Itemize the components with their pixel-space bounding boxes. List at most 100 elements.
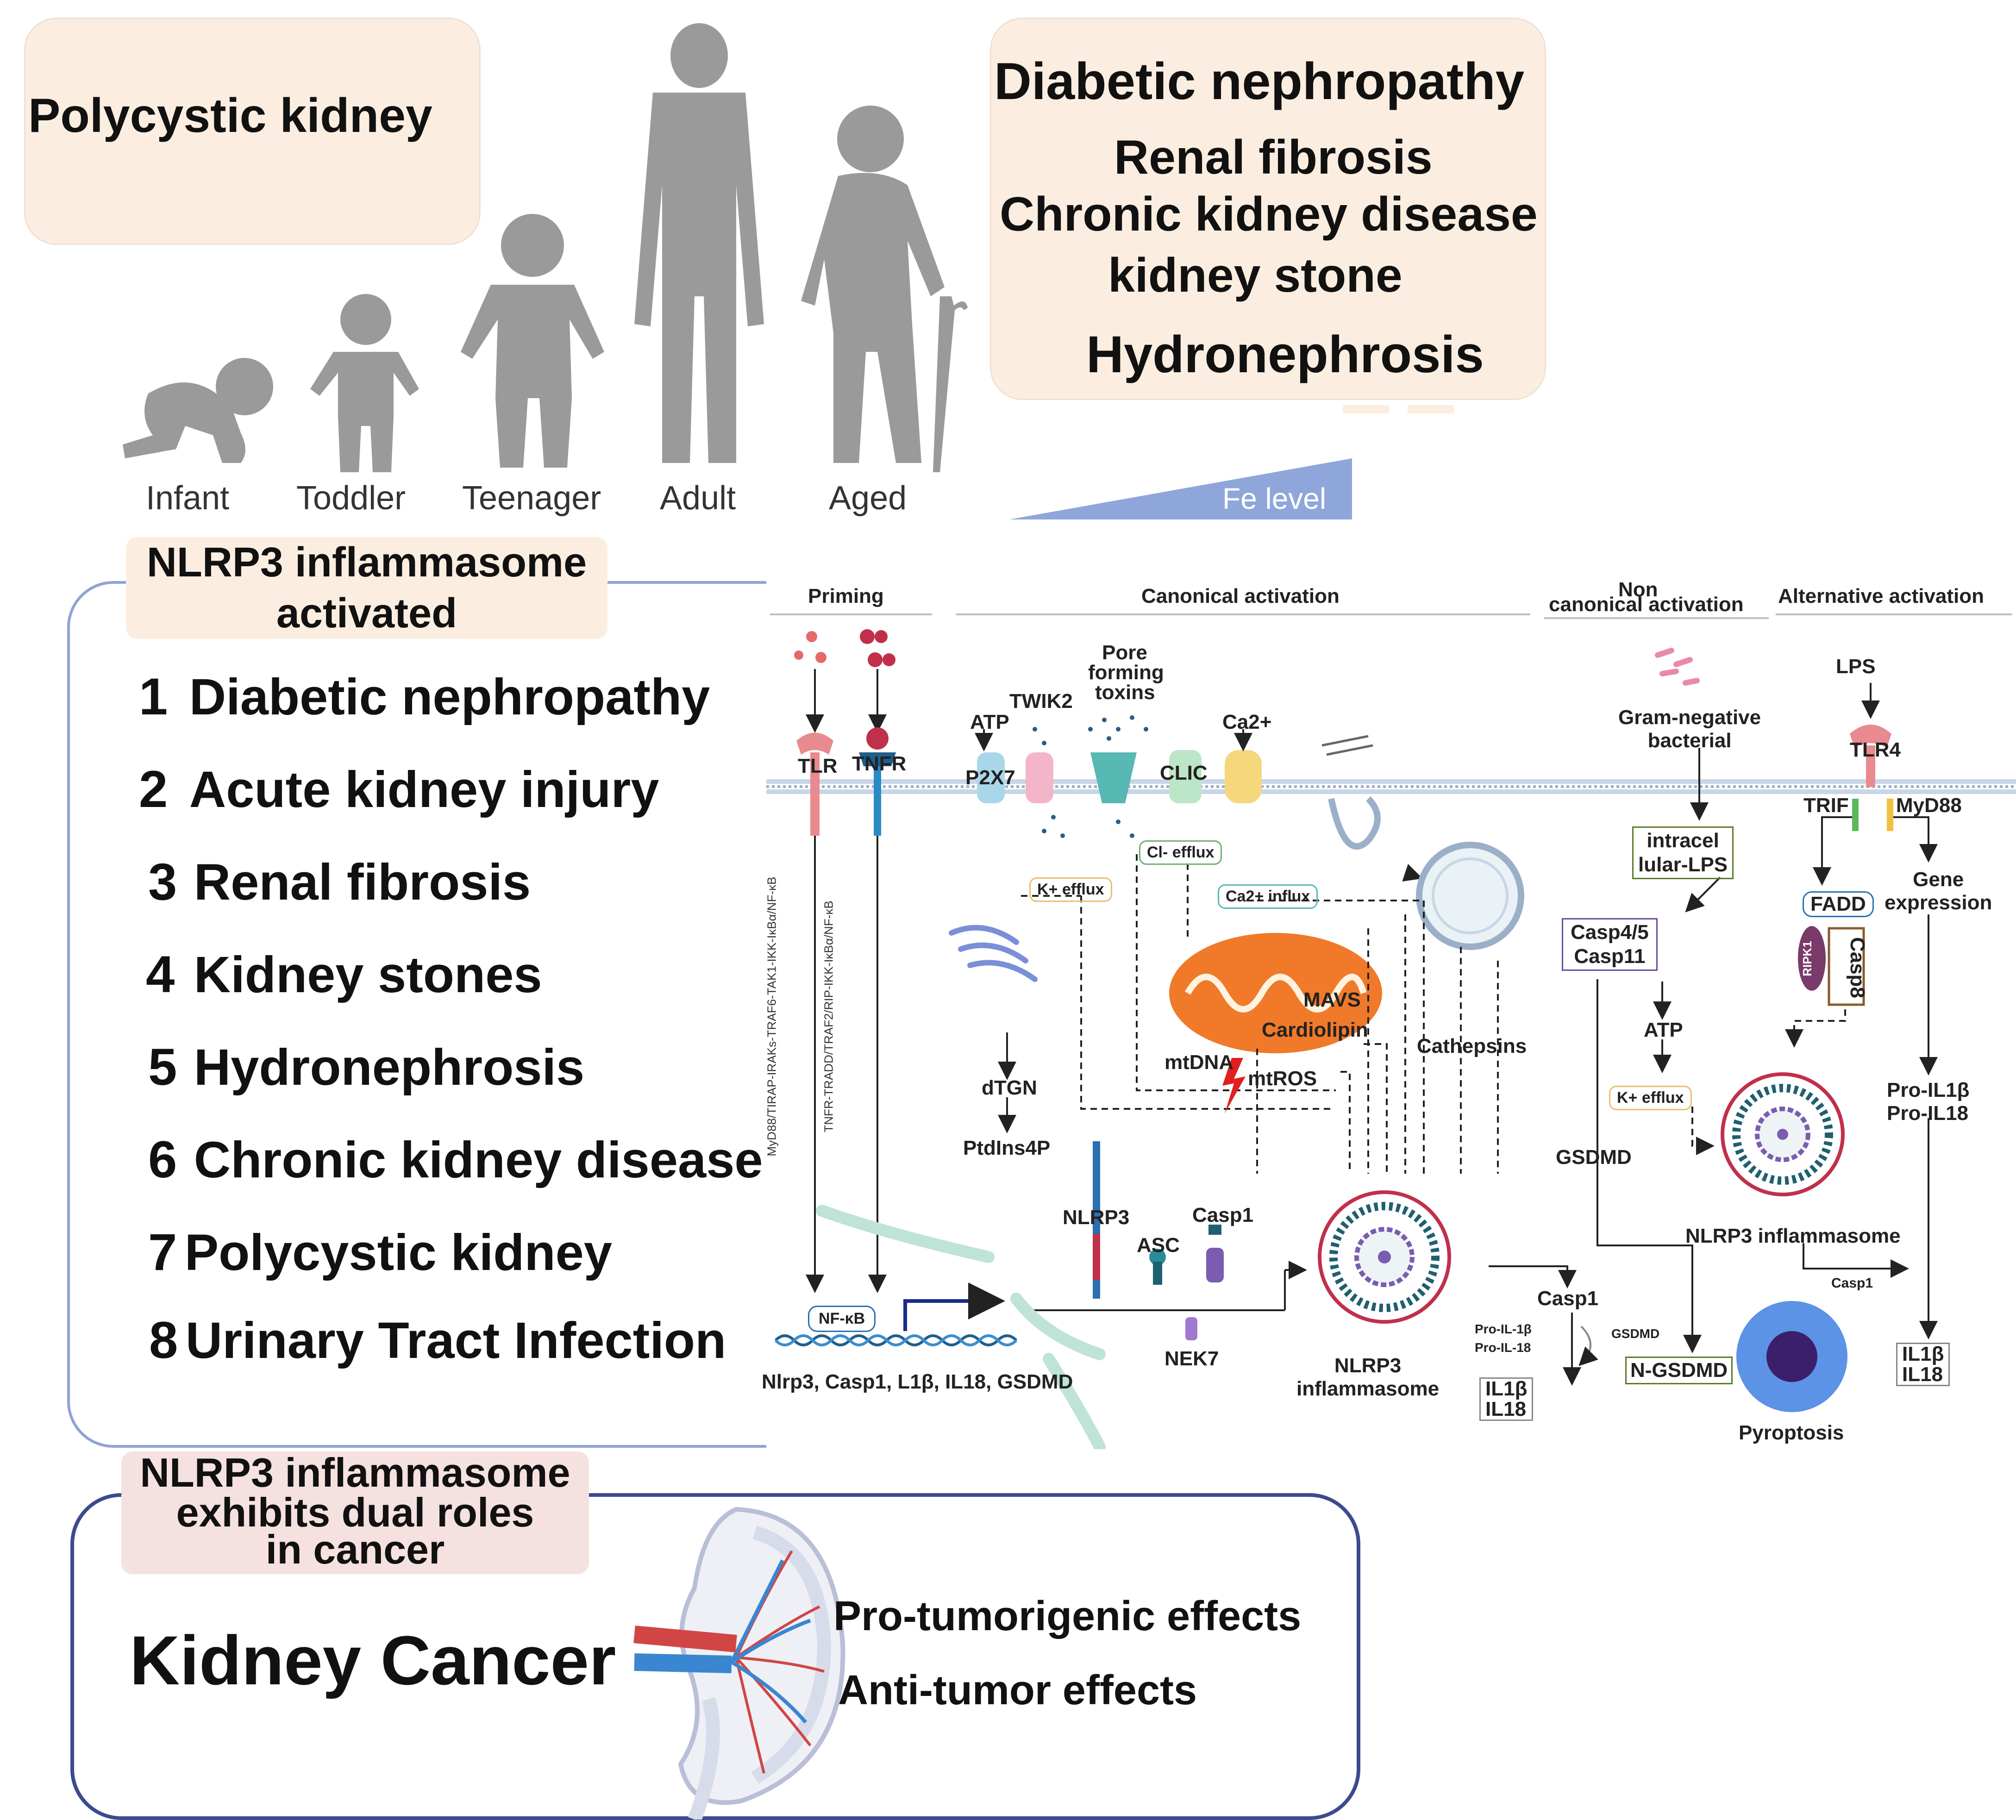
label-tnfr: TNFR	[852, 752, 907, 775]
label-ca-influx: Ca2+ influx	[1218, 884, 1318, 909]
label-k-efflux: K+ efflux	[1029, 877, 1112, 902]
label-pore-2: forming	[1088, 661, 1164, 684]
label-casp1-alt: Casp1	[1831, 1276, 1873, 1291]
label-ptdins: PtdIns4P	[963, 1137, 1051, 1159]
header-canonical: Canonical activation	[1141, 585, 1340, 607]
label-pro-il18-s: Pro-IL-18	[1475, 1340, 1531, 1355]
label-nlrp3: NLRP3	[1063, 1206, 1130, 1229]
label-tlr4: TLR4	[1850, 738, 1901, 761]
label-cardiolipin: Cardiolipin	[1262, 1019, 1368, 1041]
label-clic: CLIC	[1160, 762, 1208, 784]
toddler-figure	[310, 294, 419, 472]
list-item: 6 Chronic kidney disease	[148, 1131, 763, 1188]
cancer-title-line3: in cancer	[265, 1526, 445, 1572]
anti-tumor-label: Anti-tumor effects	[838, 1667, 1197, 1714]
kidney-illustration	[633, 1507, 845, 1820]
age-label-aged: Aged	[829, 480, 907, 517]
label-gram-negative: Gram-negative bacterial	[1618, 706, 1761, 752]
label-gene-expression: Gene expression	[1885, 868, 1992, 914]
list-item: 1 Diabetic nephropathy	[139, 668, 710, 725]
disease-item-2: Renal fibrosis	[1114, 131, 1433, 184]
aged-figure	[801, 106, 968, 472]
label-mtros: mtROS	[1248, 1067, 1317, 1090]
list-item: 4 Kidney stones	[146, 945, 542, 1003]
label-trif: TRIF	[1803, 794, 1849, 817]
label-fadd: FADD	[1803, 891, 1874, 917]
label-pore-3: toxins	[1095, 681, 1155, 704]
inflammasome-ring	[1318, 1190, 1451, 1324]
label-gsdmd-s: GSDMD	[1611, 1326, 1660, 1341]
list-item: 2 Acute kidney injury	[139, 760, 659, 818]
age-label-teenager: Teenager	[462, 480, 601, 517]
cancer-title-line2: exhibits dual roles	[176, 1489, 534, 1535]
list-item: 3 Renal fibrosis	[148, 853, 531, 911]
label-mtdna: mtDNA	[1165, 1051, 1234, 1074]
label-atp: ATP	[970, 711, 1009, 733]
label-k-efflux-nc: K+ efflux	[1609, 1086, 1692, 1110]
fe-level-wedge	[1009, 458, 1352, 519]
label-tnfr-path: TNFR-TRADD/TRAF2/RIP-IKK-IκBα/NF-κB	[821, 901, 836, 1132]
cancer-frame	[70, 1493, 1360, 1820]
label-intracellular-lps: intracel lular-LPS	[1632, 826, 1734, 879]
alt-inflammasome-ring	[1721, 1072, 1845, 1196]
disease-item-3: Chronic kidney disease	[1000, 188, 1538, 241]
header-alternative: Alternative activation	[1778, 585, 1985, 607]
polycystic-kidney-label: Polycystic kidney	[28, 89, 432, 143]
cancer-title-box: NLRP3 inflammasome exhibits dual roles i…	[121, 1451, 589, 1574]
disease-item-1: Diabetic nephropathy	[994, 52, 1525, 110]
fe-level-label: Fe level	[1222, 482, 1327, 515]
label-nek7: NEK7	[1165, 1347, 1219, 1370]
label-cathepsins: Cathepsins	[1417, 1035, 1527, 1057]
activated-title-line2: activated	[276, 590, 457, 637]
decor-strip	[1343, 405, 1389, 413]
pathway-panel: Priming Canonical activation Non canonic…	[762, 576, 2016, 1449]
pro-tumorigenic-label: Pro-tumorigenic effects	[833, 1593, 1302, 1639]
label-n-gsdmd: N-GSDMD	[1625, 1357, 1733, 1384]
kidney-cancer-label: Kidney Cancer	[130, 1621, 616, 1699]
pathway-diagram	[774, 629, 1938, 1449]
teenager-figure	[461, 214, 604, 468]
age-label-infant: Infant	[146, 480, 230, 517]
age-silhouettes	[123, 23, 968, 472]
label-asc: ASC	[1137, 1234, 1180, 1257]
label-pyroptosis: Pyroptosis	[1739, 1421, 1844, 1444]
list-item: 5 Hydronephrosis	[148, 1038, 585, 1096]
activated-title-line1: NLRP3 inflammasome	[146, 539, 587, 586]
header-noncanonical-1: Non	[1618, 578, 1658, 601]
decor-strip-2	[1408, 405, 1454, 413]
label-myd88: MyD88	[1896, 794, 1962, 817]
list-item: 7 Polycystic kidney	[148, 1223, 612, 1281]
label-inflammasome: NLRP3 inflammasome	[1296, 1354, 1440, 1400]
label-mavs: MAVS	[1303, 988, 1361, 1011]
label-casp45: Casp4/5 Casp11	[1562, 918, 1658, 971]
activated-title-box: NLRP3 inflammasome activated	[126, 537, 607, 639]
disease-item-5: Hydronephrosis	[1086, 325, 1484, 383]
label-tlr: TLR	[798, 755, 838, 777]
header-priming: Priming	[808, 585, 884, 607]
label-twik2: TWIK2	[1009, 690, 1073, 713]
label-il-box: IL1β IL18	[1479, 1377, 1534, 1421]
disease-item-4: kidney stone	[1108, 249, 1402, 302]
label-pore-1: Pore	[1102, 641, 1147, 664]
label-lps: LPS	[1836, 655, 1876, 678]
cell-membrane	[766, 779, 2016, 794]
label-dtgn: dTGN	[982, 1076, 1037, 1099]
polycystic-kidney-box: Polycystic kidney	[24, 18, 481, 245]
label-pro-il1b: Pro-IL1β	[1887, 1079, 1970, 1101]
age-label-adult: Adult	[660, 480, 736, 517]
age-related-diseases-box: Diabetic nephropathy Renal fibrosis Chro…	[990, 18, 1546, 400]
label-casp1-b: Casp1	[1537, 1287, 1599, 1310]
label-nfkb: NF-κB	[808, 1306, 876, 1332]
label-gsdmd: GSDMD	[1556, 1146, 1632, 1169]
label-casp1: Casp1	[1192, 1204, 1254, 1226]
label-cl-efflux: Cl- efflux	[1139, 840, 1222, 865]
label-pro-il1b-s: Pro-IL-1β	[1475, 1322, 1532, 1336]
list-item: 8 Urinary Tract Infection	[149, 1311, 726, 1369]
label-p2x7: P2X7	[965, 766, 1015, 789]
header-noncanonical-2: canonical activation	[1549, 593, 1744, 616]
age-label-toddler: Toddler	[296, 480, 406, 517]
label-atp-nc: ATP	[1644, 1019, 1683, 1041]
label-il-alt-box: IL1β IL18	[1896, 1343, 1950, 1386]
infant-figure	[123, 358, 273, 463]
label-ripk1: RIPK1	[1800, 941, 1814, 976]
